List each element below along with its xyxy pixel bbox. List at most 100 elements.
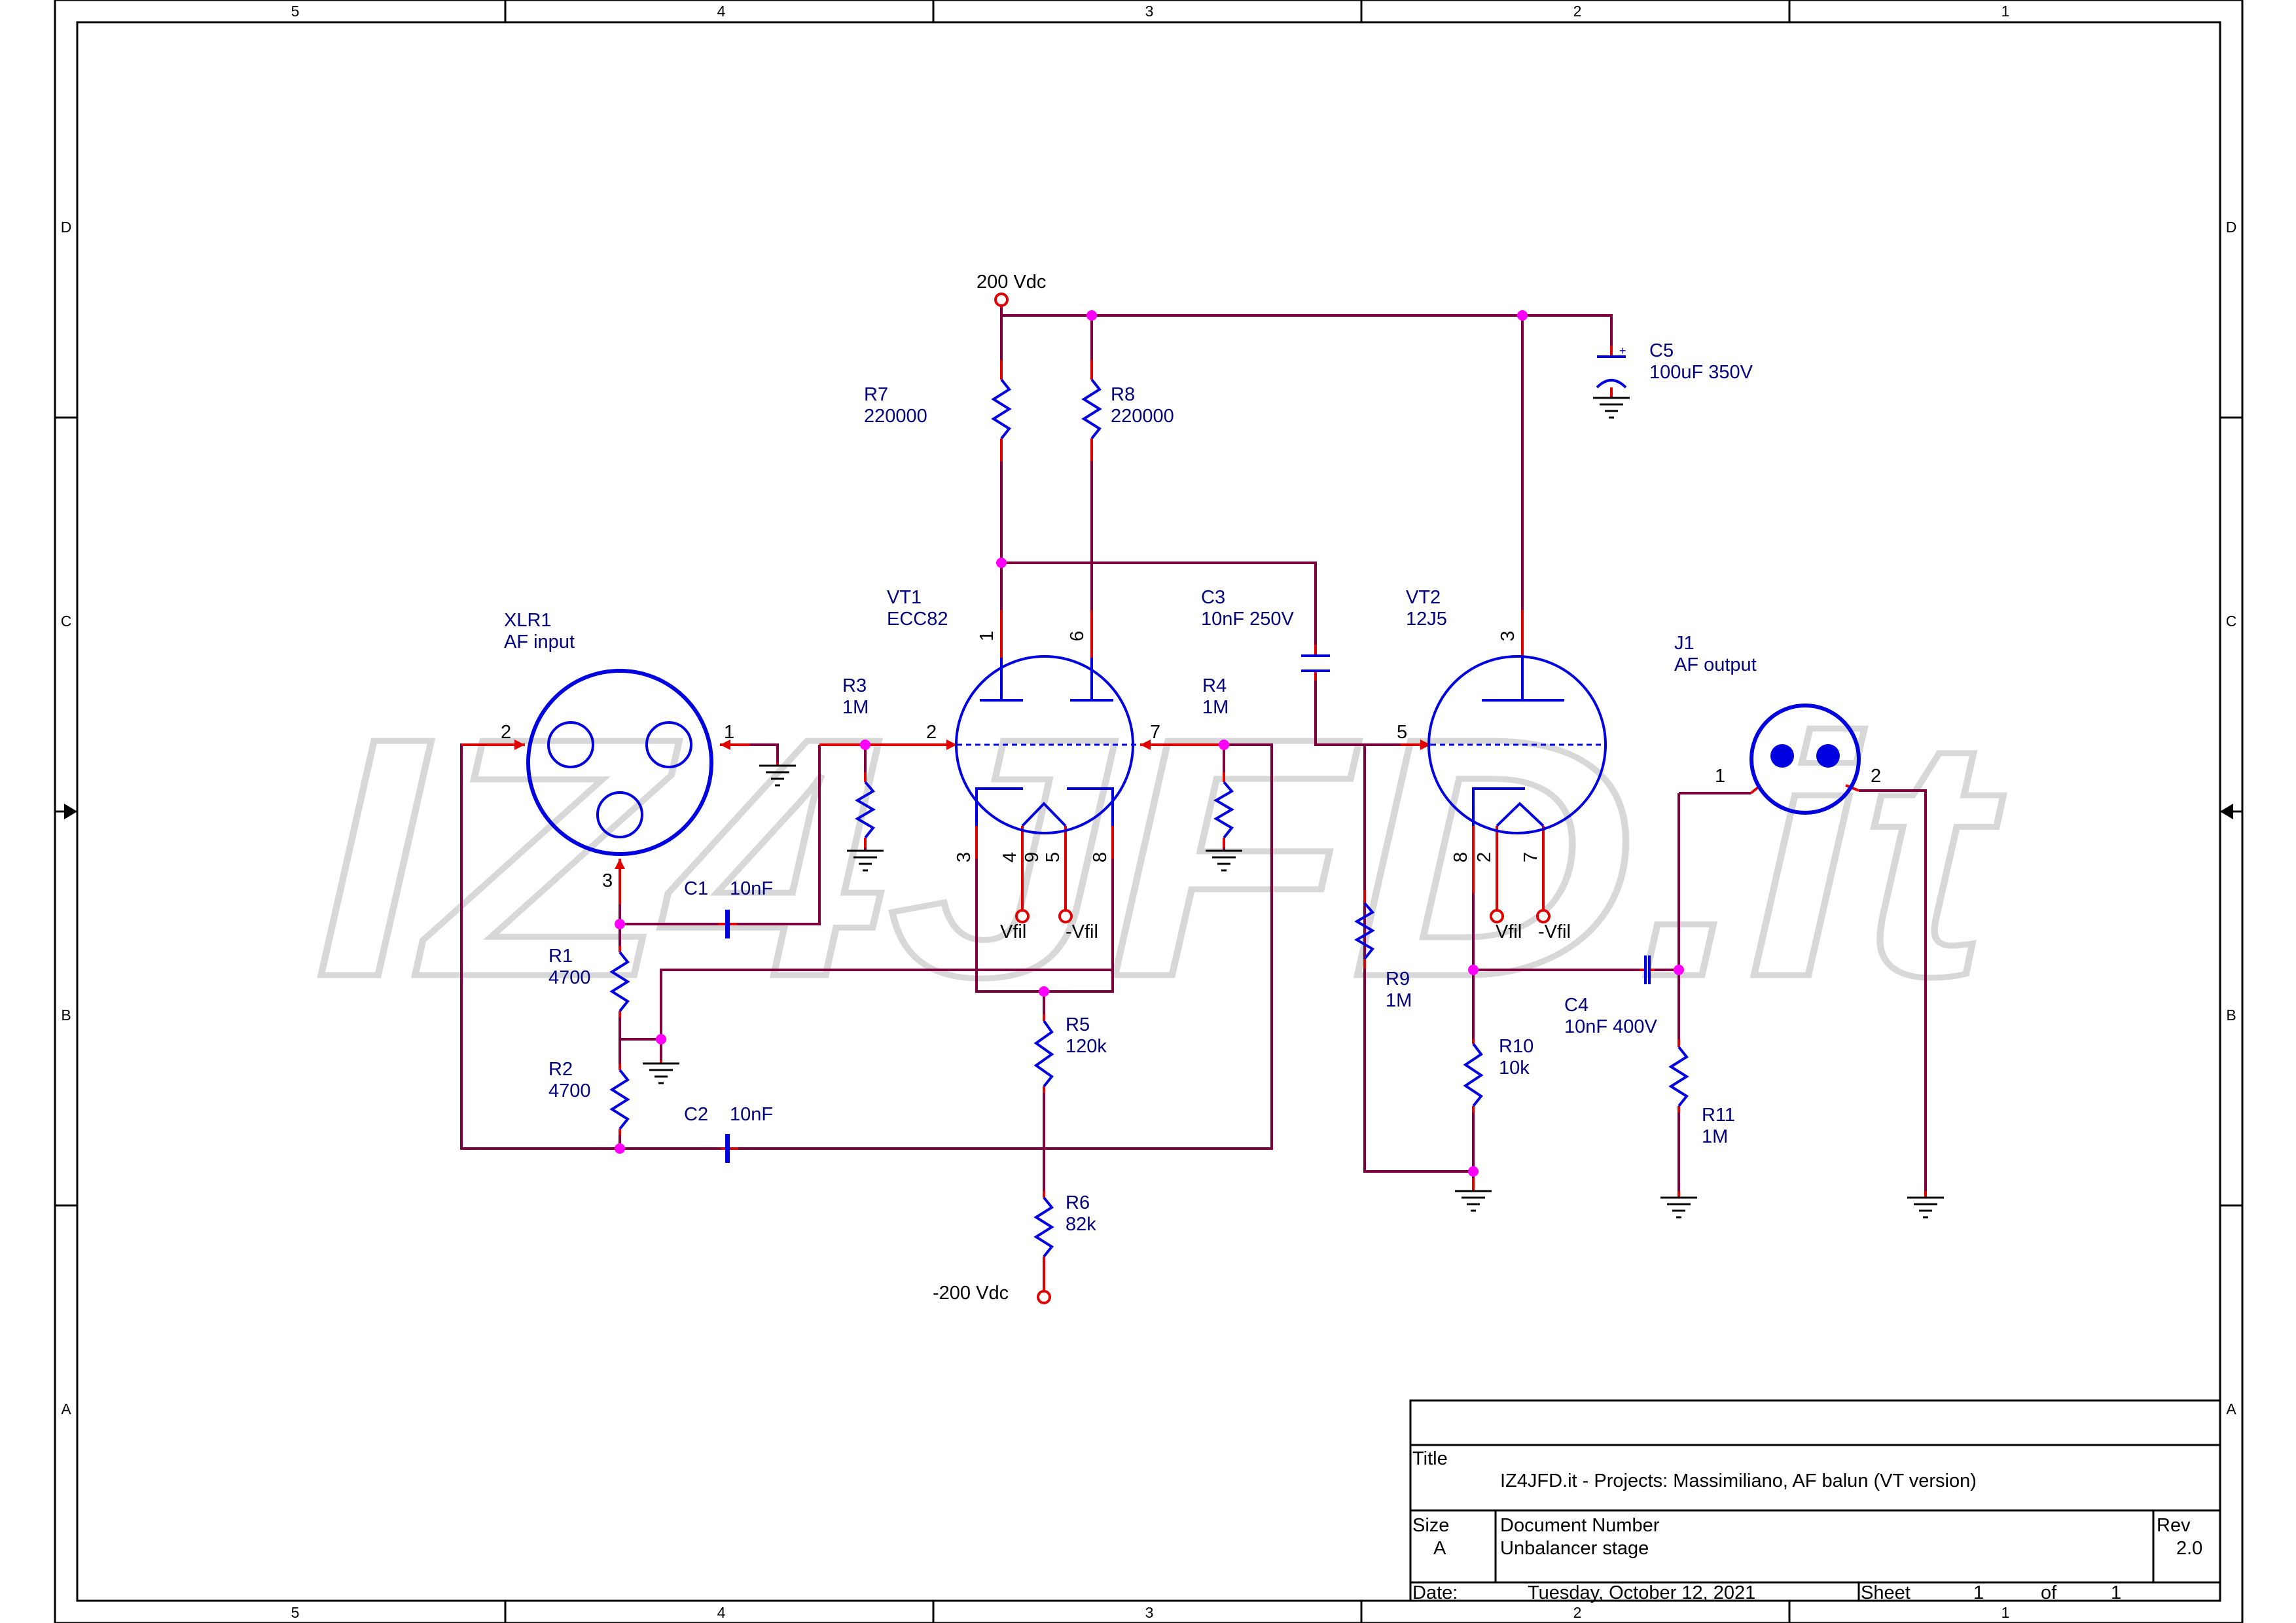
date-label: Date:	[1412, 1582, 1458, 1603]
vt2-pin-label: 8	[1450, 852, 1471, 863]
border-row-labels: D C B A D C B A	[61, 219, 2237, 1418]
c4-ref: C4	[1564, 995, 1588, 1016]
terminal-icon	[1058, 909, 1073, 923]
c1-symbol	[725, 910, 730, 938]
vt1-pin-label: 3	[954, 852, 975, 863]
row-label-left: B	[61, 1007, 71, 1024]
net-label-neg-vfil: -Vfil	[1066, 921, 1098, 942]
c1-value: 10nF	[730, 878, 773, 899]
pin-arrows	[514, 740, 1431, 869]
ground-icon	[847, 849, 884, 872]
vt2-pin-label: 2	[1474, 852, 1495, 863]
r9-ref: R9	[1386, 969, 1410, 990]
col-label-bottom: 3	[1145, 1604, 1154, 1621]
capacitors: +	[725, 344, 1651, 1163]
row-label-right: A	[2226, 1400, 2236, 1418]
r4-value: 1M	[1202, 697, 1229, 718]
c4-symbol	[1644, 955, 1651, 984]
vt1-pin-label: 4	[999, 852, 1020, 863]
terminal-icon	[1490, 909, 1504, 923]
xlr1-value: AF input	[504, 632, 575, 652]
sheet-total: 1	[2111, 1582, 2121, 1603]
r10-value: 10k	[1499, 1058, 1530, 1079]
c3-value: 10nF 250V	[1201, 609, 1295, 630]
sheet-number: 1	[1973, 1582, 1984, 1603]
net-label-vfil: Vfil	[1496, 921, 1522, 942]
title-text: IZ4JFD.it - Projects: Massimiliano, AF b…	[1500, 1471, 1977, 1491]
r5-value: 120k	[1066, 1036, 1107, 1057]
col-label-top: 2	[1573, 3, 1582, 20]
ground-icon	[643, 1062, 679, 1084]
r9-value: 1M	[1386, 990, 1412, 1011]
col-label-top: 5	[291, 3, 300, 20]
r3-value: 1M	[842, 697, 869, 718]
vt2-symbol	[1427, 655, 1607, 834]
vt1-pin-label: 7	[1150, 722, 1160, 743]
of-label: of	[2041, 1582, 2057, 1603]
net-label-neg-vfil: -Vfil	[1538, 921, 1571, 942]
c2-symbol	[725, 1134, 730, 1163]
supply-terminals	[994, 293, 1551, 1304]
r3-ref: R3	[842, 675, 867, 696]
rev-value: 2.0	[2176, 1538, 2202, 1559]
vt2-value: 12J5	[1406, 609, 1447, 630]
xlr1-pin-label: 3	[602, 870, 613, 891]
vt1-pin-label: 5	[1043, 852, 1064, 863]
r6-ref: R6	[1066, 1192, 1090, 1213]
border-column-labels: 5 4 3 2 1 5 4 3 2 1	[291, 3, 2010, 1621]
xlr1-pin-label: 1	[724, 722, 734, 743]
c2-value: 10nF	[730, 1104, 773, 1125]
r5-symbol	[1033, 1020, 1054, 1088]
vt1-pin-label: 9	[1022, 852, 1043, 863]
terminal-icon	[994, 293, 1009, 307]
r1-value: 4700	[548, 967, 591, 988]
r8-ref: R8	[1111, 384, 1135, 405]
pin-numbers: 2 1 3 1 6 2 7 3 4 9 5 8 3 5 8 2 7 1 2	[501, 631, 1881, 891]
row-label-right: C	[2226, 613, 2237, 630]
c3-ref: C3	[1201, 587, 1225, 608]
col-label-top: 3	[1145, 3, 1154, 20]
j1-ref: J1	[1674, 633, 1695, 654]
r10-symbol	[1463, 1043, 1484, 1107]
r4-symbol	[1213, 781, 1234, 839]
document-number-value: Unbalancer stage	[1500, 1538, 1649, 1559]
vt1-pin-label: 2	[926, 722, 937, 743]
r1-ref: R1	[548, 946, 573, 967]
net-label-neg-200vdc: -200 Vdc	[933, 1283, 1009, 1304]
net-label-200vdc: 200 Vdc	[977, 272, 1046, 293]
resistors	[609, 378, 1689, 1258]
vt1-value: ECC82	[887, 609, 948, 630]
c5-ref: C5	[1649, 340, 1674, 361]
vt1-pin-label: 1	[977, 631, 997, 641]
r2-ref: R2	[548, 1059, 573, 1080]
row-label-right: B	[2226, 1007, 2236, 1024]
r3-symbol	[855, 781, 876, 839]
row-label-left: D	[61, 219, 72, 236]
col-label-bottom: 5	[291, 1604, 300, 1621]
terminal-icon	[1536, 909, 1551, 923]
ground-icon	[1593, 397, 1630, 419]
c5-value: 100uF 350V	[1649, 362, 1753, 383]
r2-value: 4700	[548, 1080, 591, 1101]
r5-ref: R5	[1066, 1014, 1090, 1035]
sheet-frame	[54, 0, 2244, 1623]
document-number-label: Document Number	[1500, 1515, 1660, 1536]
vt1-pin-label: 8	[1090, 852, 1111, 863]
col-label-bottom: 4	[717, 1604, 726, 1621]
r4-ref: R4	[1202, 675, 1227, 696]
vt2-pin-label: 3	[1498, 631, 1518, 641]
xlr1-ref: XLR1	[504, 610, 552, 631]
title-label: Title	[1412, 1448, 1448, 1469]
xlr1-symbol	[526, 669, 713, 856]
col-label-bottom: 2	[1573, 1604, 1582, 1621]
xlr1-pin-label: 2	[501, 722, 511, 743]
wires	[460, 304, 1927, 1191]
terminal-icon	[1015, 909, 1030, 923]
grounds	[643, 397, 1944, 1219]
row-label-left: A	[61, 1400, 71, 1418]
r8-symbol	[1081, 378, 1102, 440]
terminal-icon	[1037, 1290, 1051, 1304]
size-value: A	[1433, 1538, 1446, 1559]
r11-symbol	[1668, 1046, 1689, 1107]
r7-ref: R7	[864, 384, 888, 405]
